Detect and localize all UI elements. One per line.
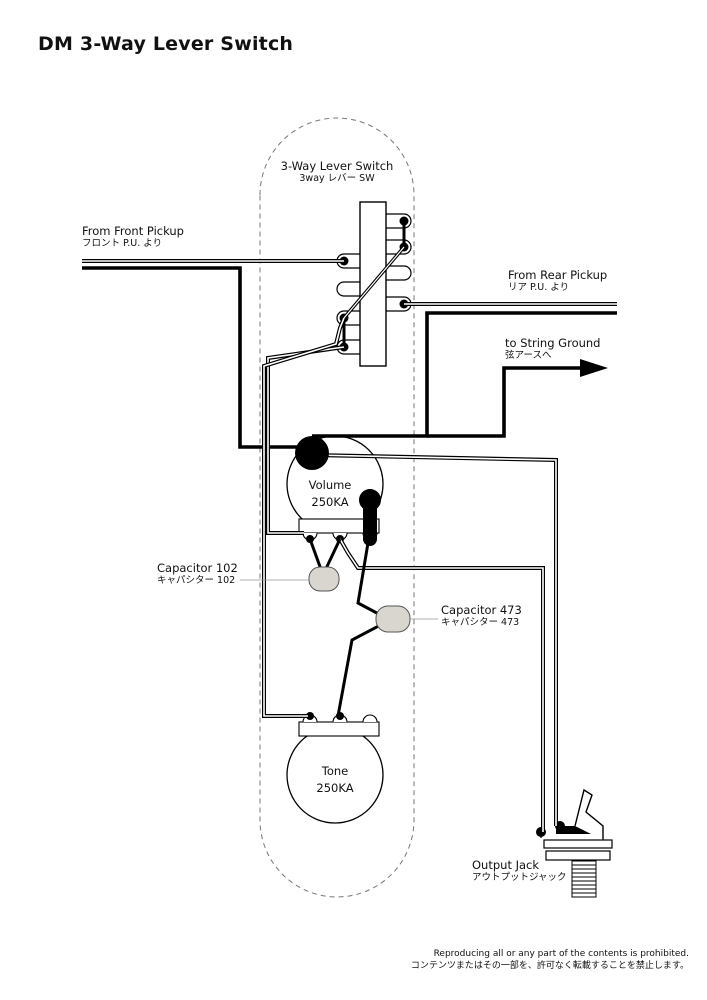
page-title: DM 3-Way Lever Switch [38,33,294,55]
capacitor-473-label-ja: キャパシター 473 [441,617,520,628]
capacitor-102-label-en: Capacitor 102 [157,561,238,575]
output-jack-label: Output Jack アウトプットジャック [472,859,567,884]
output-jack-label-ja: アウトプットジャック [472,872,567,883]
copyright-notice: Reproducing all or any part of the conte… [411,948,689,972]
capacitor-473-label-en: Capacitor 473 [441,603,522,617]
ground-solder-point [295,436,329,470]
rear-pickup-label-ja: リア P.U. より [508,282,570,293]
switch-label-en: 3-Way Lever Switch [280,159,394,173]
volume-label-name: Volume [308,478,352,492]
tone-label-value: 250KA [316,781,354,795]
capacitor-473-label: Capacitor 473 キャパシター 473 [441,604,522,629]
capacitor-102 [308,566,340,592]
rear-pickup-label-en: From Rear Pickup [508,268,608,282]
string-ground-label-en: to String Ground [505,336,601,350]
switch-label: 3-Way Lever Switch 3way レバー SW [262,160,412,185]
lever-switch [336,201,412,367]
tone-label: Tone 250KA [300,763,370,797]
capacitor-102-label: Capacitor 102 キャパシター 102 [157,562,238,587]
tone-pot [286,712,384,824]
output-jack [536,788,613,898]
capacitor-102-label-ja: キャパシター 102 [157,575,236,586]
control-cavity-outline [259,117,415,898]
copyright-notice-en: Reproducing all or any part of the conte… [433,949,689,959]
output-jack-label-en: Output Jack [472,858,540,872]
capacitor-473 [375,605,411,633]
copyright-notice-ja: コンテンツまたはその一部を、許可なく転載することを禁止します。 [410,961,689,971]
volume-label: Volume 250KA [295,477,365,511]
rear-pickup-label: From Rear Pickup リア P.U. より [508,269,607,294]
front-pickup-label-en: From Front Pickup [82,224,184,238]
front-pickup-label-ja: フロント P.U. より [82,238,163,249]
front-pickup-label: From Front Pickup フロント P.U. より [82,225,184,250]
string-ground-label-ja: 弦アースへ [505,350,552,361]
string-ground-label: to String Ground 弦アースへ [505,337,600,362]
volume-label-value: 250KA [311,495,349,509]
wires [82,259,617,832]
switch-label-ja: 3way レバー SW [299,173,375,184]
ground-solder-point [359,489,381,511]
tone-label-name: Tone [321,764,349,778]
